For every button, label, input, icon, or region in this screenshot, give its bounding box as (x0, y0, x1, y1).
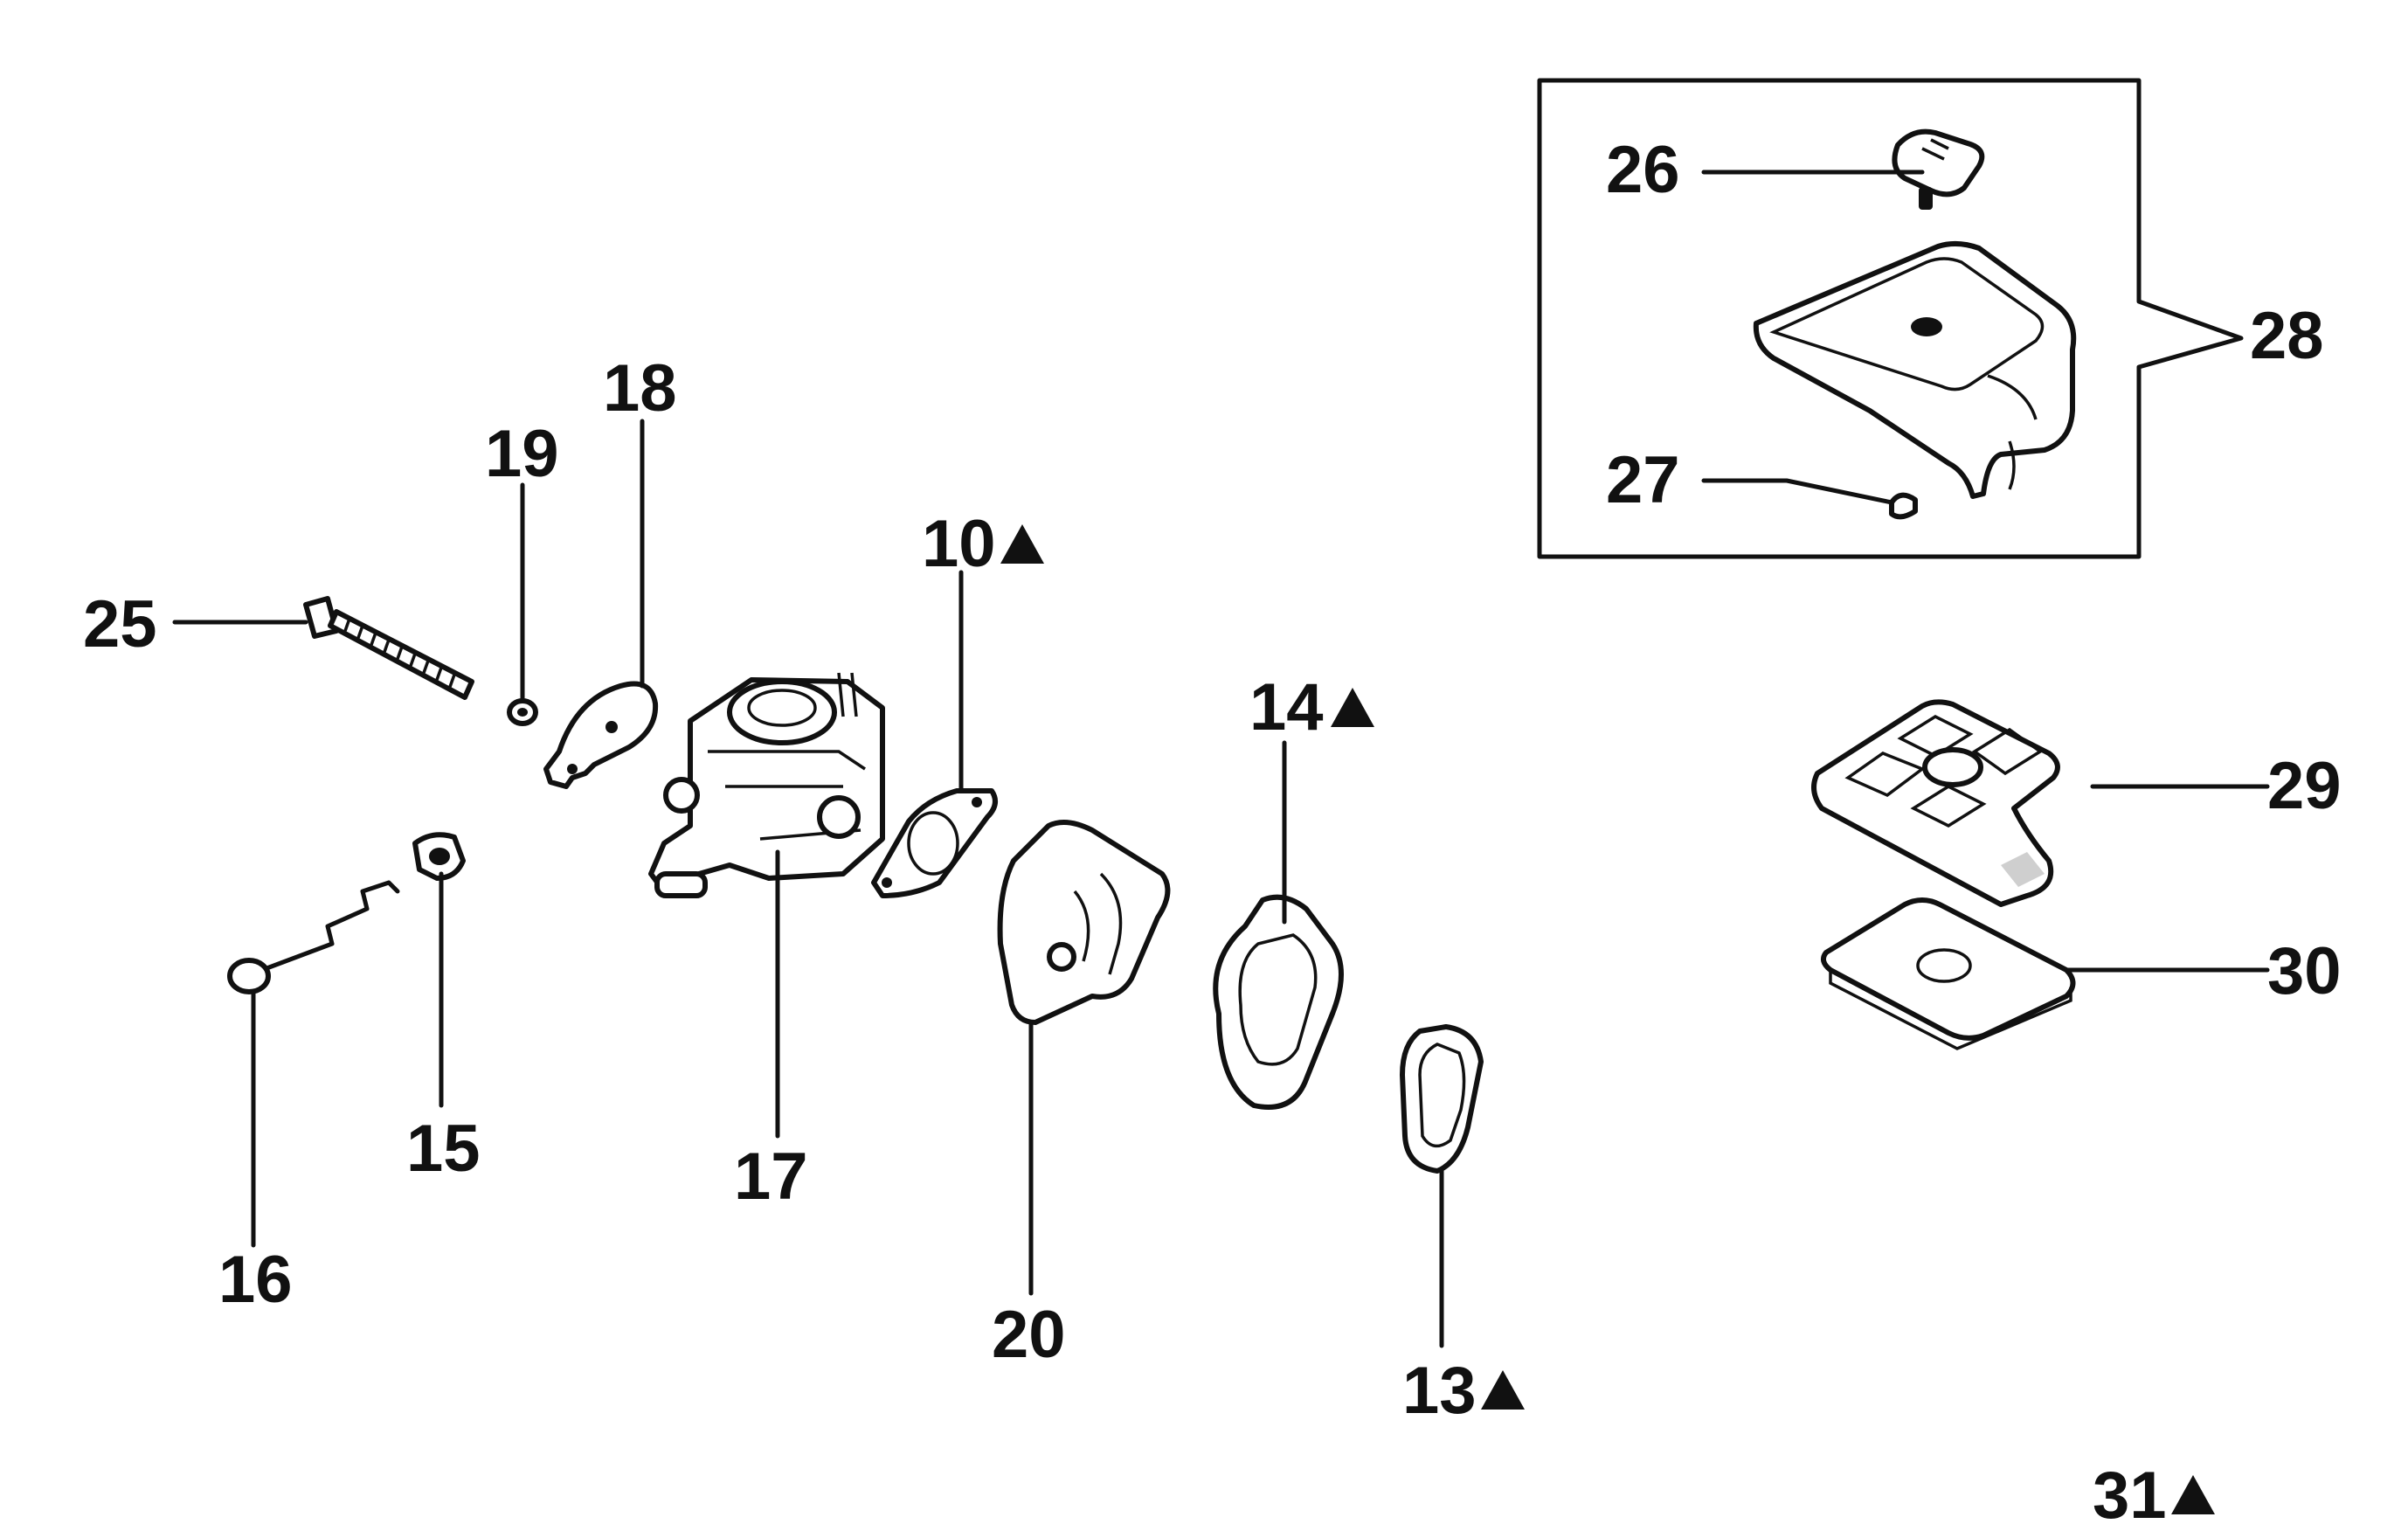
part-28-cover (1753, 241, 2077, 499)
part-20-adapter (997, 820, 1171, 1025)
label-28: 28 (2250, 299, 2324, 373)
label-27: 27 (1606, 443, 1680, 517)
part-15-bushing (412, 832, 466, 881)
triangle-icon (1000, 524, 1044, 564)
label-19: 19 (485, 417, 559, 491)
triangle-markers (1000, 524, 2215, 1514)
part-27-ring (1889, 492, 1918, 520)
part-29-filter-holder (1811, 699, 2060, 907)
part-30-filter-element (1820, 897, 2076, 1050)
label-26: 26 (1606, 133, 1680, 207)
leader-lines (172, 170, 2270, 1348)
label-31: 31 (2093, 1458, 2167, 1524)
part-25-screw (303, 596, 474, 700)
label-14: 14 (1249, 670, 1324, 745)
label-16: 16 (218, 1243, 293, 1317)
label-17: 17 (734, 1140, 808, 1214)
label-29: 29 (2267, 749, 2342, 823)
part-18-lever (543, 681, 659, 789)
leader-27 (1701, 478, 1894, 505)
triangle-icon (2171, 1475, 2215, 1514)
label-18: 18 (603, 351, 677, 426)
part-19-clip (507, 698, 538, 726)
part-17-carburetor (648, 672, 885, 898)
assembly-box-28 (1537, 78, 2244, 559)
label-10: 10 (922, 507, 996, 581)
triangle-icon (1481, 1370, 1525, 1410)
part-13-gasket (1400, 1024, 1484, 1174)
callout-labels: 25 19 18 10 17 16 15 20 14 13 26 27 28 2… (83, 133, 2342, 1524)
triangle-icon (1331, 688, 1374, 727)
part-10-gasket (871, 788, 998, 898)
label-20: 20 (992, 1298, 1066, 1372)
label-30: 30 (2267, 934, 2342, 1008)
part-16-choke-rod (227, 880, 400, 994)
label-13: 13 (1402, 1354, 1477, 1428)
label-15: 15 (406, 1112, 481, 1186)
part-14-gasket (1213, 894, 1344, 1110)
label-25: 25 (83, 587, 157, 662)
